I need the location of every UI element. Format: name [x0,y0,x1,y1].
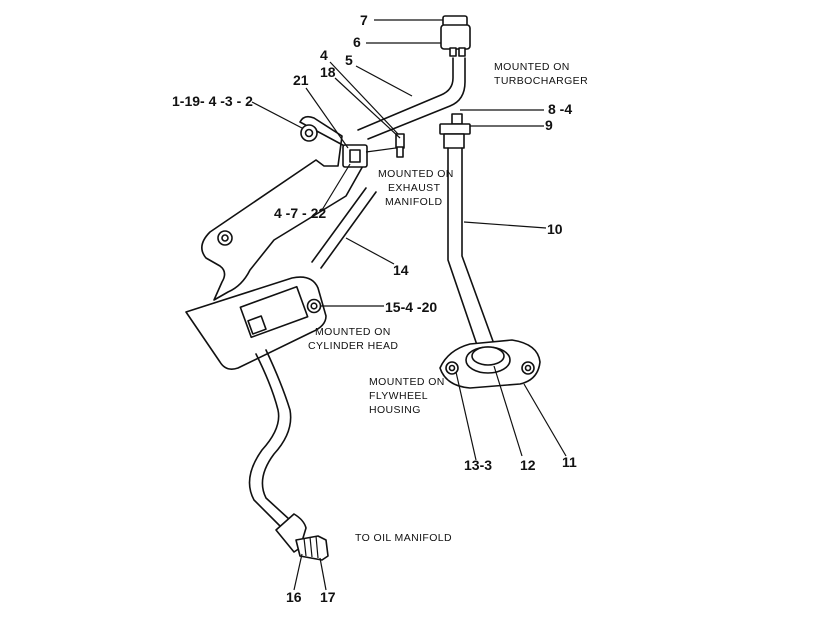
cylinder-head-block [185,276,327,370]
mounting-bracket [201,115,365,301]
tube-5 [357,57,466,140]
tube-clip [342,133,405,168]
note-oil-manifold: TO OIL MANIFOLD [355,532,452,544]
note-exhaust-line1: MOUNTED ON [378,168,454,180]
callout-8-4: 8 -4 [548,101,572,117]
note-flywheel-line3: HOUSING [369,404,421,416]
callout-1-19-4-3-2: 1-19- 4 -3 - 2 [172,93,253,109]
callout-7: 7 [360,12,368,28]
callout-4-7-22: 4 -7 - 22 [274,205,326,221]
callout-9: 9 [545,117,553,133]
callout-12: 12 [520,457,536,473]
callout-6: 6 [353,34,361,50]
callout-4: 4 [320,47,328,63]
callout-21: 21 [293,72,309,88]
note-flywheel-line2: FLYWHEEL [369,390,428,402]
callout-15-4-20: 15-4 -20 [385,299,437,315]
note-exhaust-line2: EXHAUST [388,182,441,194]
callout-17: 17 [320,589,336,605]
note-cylinder-line1: MOUNTED ON [315,326,391,338]
note-turbo-line2: TURBOCHARGER [494,75,588,87]
callout-11: 11 [562,454,577,470]
callout-14: 14 [393,262,409,278]
note-flywheel-line1: MOUNTED ON [369,376,445,388]
turbo-fitting [440,15,471,57]
tube-to-oil-manifold [248,349,329,561]
tube-10-assembly [439,113,495,349]
callout-13-3: 13-3 [464,457,492,473]
callout-16: 16 [286,589,302,605]
note-cylinder-line2: CYLINDER HEAD [308,340,398,352]
leader-lines [251,19,567,591]
tube-14 [311,187,377,269]
callout-labels: 7 6 4 18 5 21 1-19- 4 -3 - 2 8 -4 9 10 4… [172,12,577,605]
flywheel-flange [439,339,541,389]
mounting-notes: MOUNTED ON TURBOCHARGER MOUNTED ON EXHAU… [308,61,588,544]
callout-10: 10 [547,221,563,237]
note-turbo-line1: MOUNTED ON [494,61,570,73]
callout-5: 5 [345,52,353,68]
callout-18: 18 [320,64,336,80]
note-exhaust-line3: MANIFOLD [385,196,442,208]
